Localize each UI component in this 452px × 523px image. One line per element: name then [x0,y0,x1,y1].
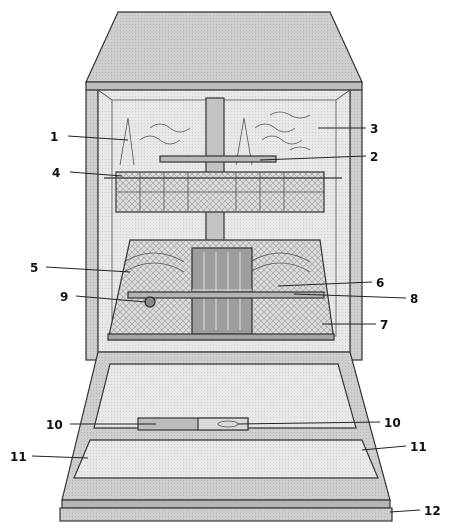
leader-4 [69,171,123,177]
lower-rack [107,239,335,341]
leader-lines [31,127,421,513]
callout-10-right: 10 [384,416,401,430]
door-inner-panel [93,363,357,429]
leader-2 [259,155,367,161]
callout-7: 7 [380,318,388,332]
leader-9 [75,295,147,303]
upper-spray-arm [159,155,277,163]
plates [123,252,311,273]
cabinet-right-side [349,89,363,361]
callout-5: 5 [30,261,38,275]
leader-1 [67,135,129,141]
leader-6 [277,281,373,287]
callout-6: 6 [376,276,384,290]
callout-4: 4 [52,166,60,180]
upper-rack [104,111,342,213]
callout-10-left: 10 [46,418,63,432]
filter [144,296,156,308]
callout-12: 12 [424,504,441,518]
leader-11r [361,445,407,451]
door [59,351,393,522]
callout-1: 1 [50,130,58,144]
callout-labels: 1 2 3 4 5 6 7 8 9 10 10 11 11 12 [10,122,441,518]
callout-2: 2 [370,150,378,164]
door-seal [61,499,391,509]
callout-3: 3 [370,122,378,136]
leader-10r [237,421,381,425]
callout-11-left: 11 [10,450,27,464]
callout-11-right: 11 [410,440,427,454]
cutlery-basket [191,247,253,335]
lower-spray-arm [127,291,325,299]
worktop-front-edge [85,81,363,91]
glasses [119,111,311,166]
cabinet-left-side [85,89,99,361]
door-lower-panel [73,439,379,479]
callout-8: 8 [410,292,418,306]
callout-9: 9 [60,290,68,304]
leader-5 [45,266,131,273]
lower-rack-rail [107,333,335,341]
leader-12 [389,509,421,513]
plinth [59,507,393,522]
leader-11l [31,455,89,459]
spray-tube [205,97,225,244]
worktop [85,11,363,83]
leader-8 [293,293,407,299]
